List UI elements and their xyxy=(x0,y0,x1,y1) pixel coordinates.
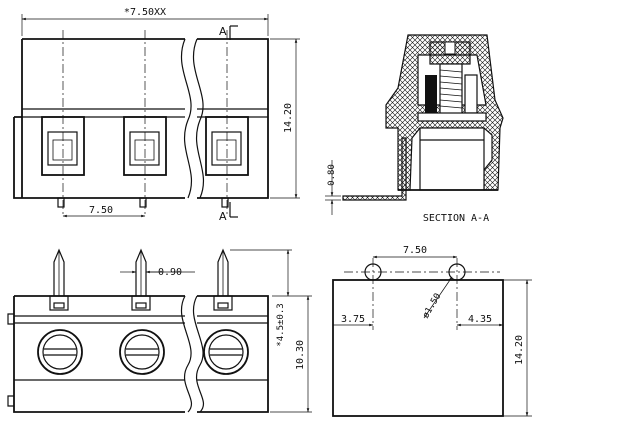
footprint-pitch-label: 7.50 xyxy=(403,245,427,256)
section-marker-bottom: A xyxy=(219,210,227,223)
section-view: 0.80 SECTION A-A xyxy=(325,34,504,224)
screw-1 xyxy=(37,329,83,375)
front-height-label: 14.20 xyxy=(283,103,294,133)
body-height-label: 10.30 xyxy=(295,340,306,370)
section-marker-top: A xyxy=(219,25,227,38)
front-width-label: *7.50XX xyxy=(124,7,166,18)
screw-2 xyxy=(119,329,165,375)
right-offset-label: 4.35 xyxy=(468,314,492,325)
pin-width-label: 0.90 xyxy=(158,267,182,278)
front-pitch-label: 7.50 xyxy=(89,205,113,216)
pin-thickness-label: 0.80 xyxy=(327,164,337,186)
footprint-view: 7.50 ø1.50 3.75 4.35 14.20 xyxy=(332,245,532,417)
section-title: SECTION A-A xyxy=(423,213,489,224)
pin-length-label: *4.5±0.3 xyxy=(276,303,286,346)
left-offset-label: 3.75 xyxy=(341,314,365,325)
bottom-view: 0.90 xyxy=(7,248,312,413)
front-view: *7.50XX xyxy=(13,7,300,223)
bottom-pin-2 xyxy=(131,248,151,311)
hole-diameter-label: ø1.50 xyxy=(421,292,443,320)
bottom-pin-3 xyxy=(213,248,233,311)
footprint-height-label: 14.20 xyxy=(514,335,525,365)
bottom-pin-1 xyxy=(49,248,69,311)
screw-3 xyxy=(203,329,249,375)
